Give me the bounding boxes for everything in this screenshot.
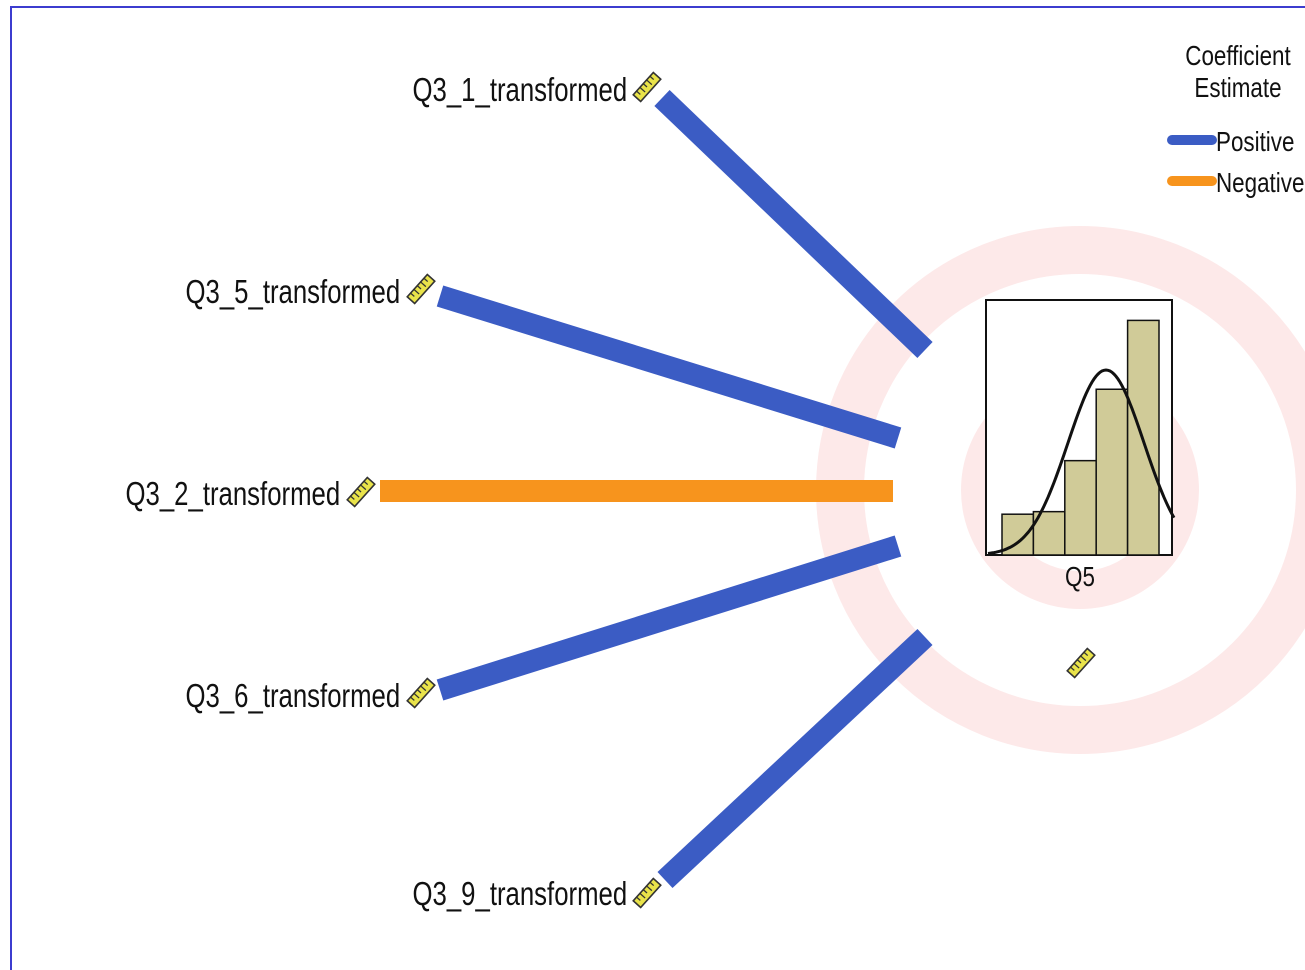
legend-label-positive: Positive: [1216, 126, 1295, 157]
legend-label-negative: Negative: [1216, 167, 1305, 198]
frame-border-top: [10, 6, 1305, 8]
edge-positive: [436, 535, 902, 701]
predictor-label: Q3_5_transformed: [185, 273, 400, 310]
distribution-curve: [987, 368, 1176, 555]
predictor-label: Q3_1_transformed: [412, 71, 627, 108]
ruler-icon: [406, 677, 436, 709]
target-label: Q5: [1065, 561, 1095, 592]
legend-title: Coefficient Estimate: [1182, 40, 1294, 104]
target-histogram: [985, 299, 1176, 556]
predictor-label: Q3_9_transformed: [412, 875, 627, 912]
predictor-label: Q3_2_transformed: [125, 475, 340, 512]
histogram-bar: [1064, 459, 1097, 556]
frame-border-left: [10, 6, 12, 970]
histogram-bar: [1095, 388, 1129, 556]
ruler-icon: [632, 877, 662, 909]
ruler-icon: [346, 476, 376, 508]
ruler-icon: [406, 273, 436, 305]
ruler-icon: [1066, 647, 1096, 679]
legend-title-line2: Estimate: [1194, 72, 1282, 103]
edge-positive: [654, 90, 933, 358]
predictor-label: Q3_6_transformed: [185, 677, 400, 714]
edge-positive: [436, 285, 902, 449]
ruler-icon: [632, 71, 662, 103]
legend-title-line1: Coefficient: [1185, 40, 1291, 71]
edge-positive: [657, 628, 933, 889]
